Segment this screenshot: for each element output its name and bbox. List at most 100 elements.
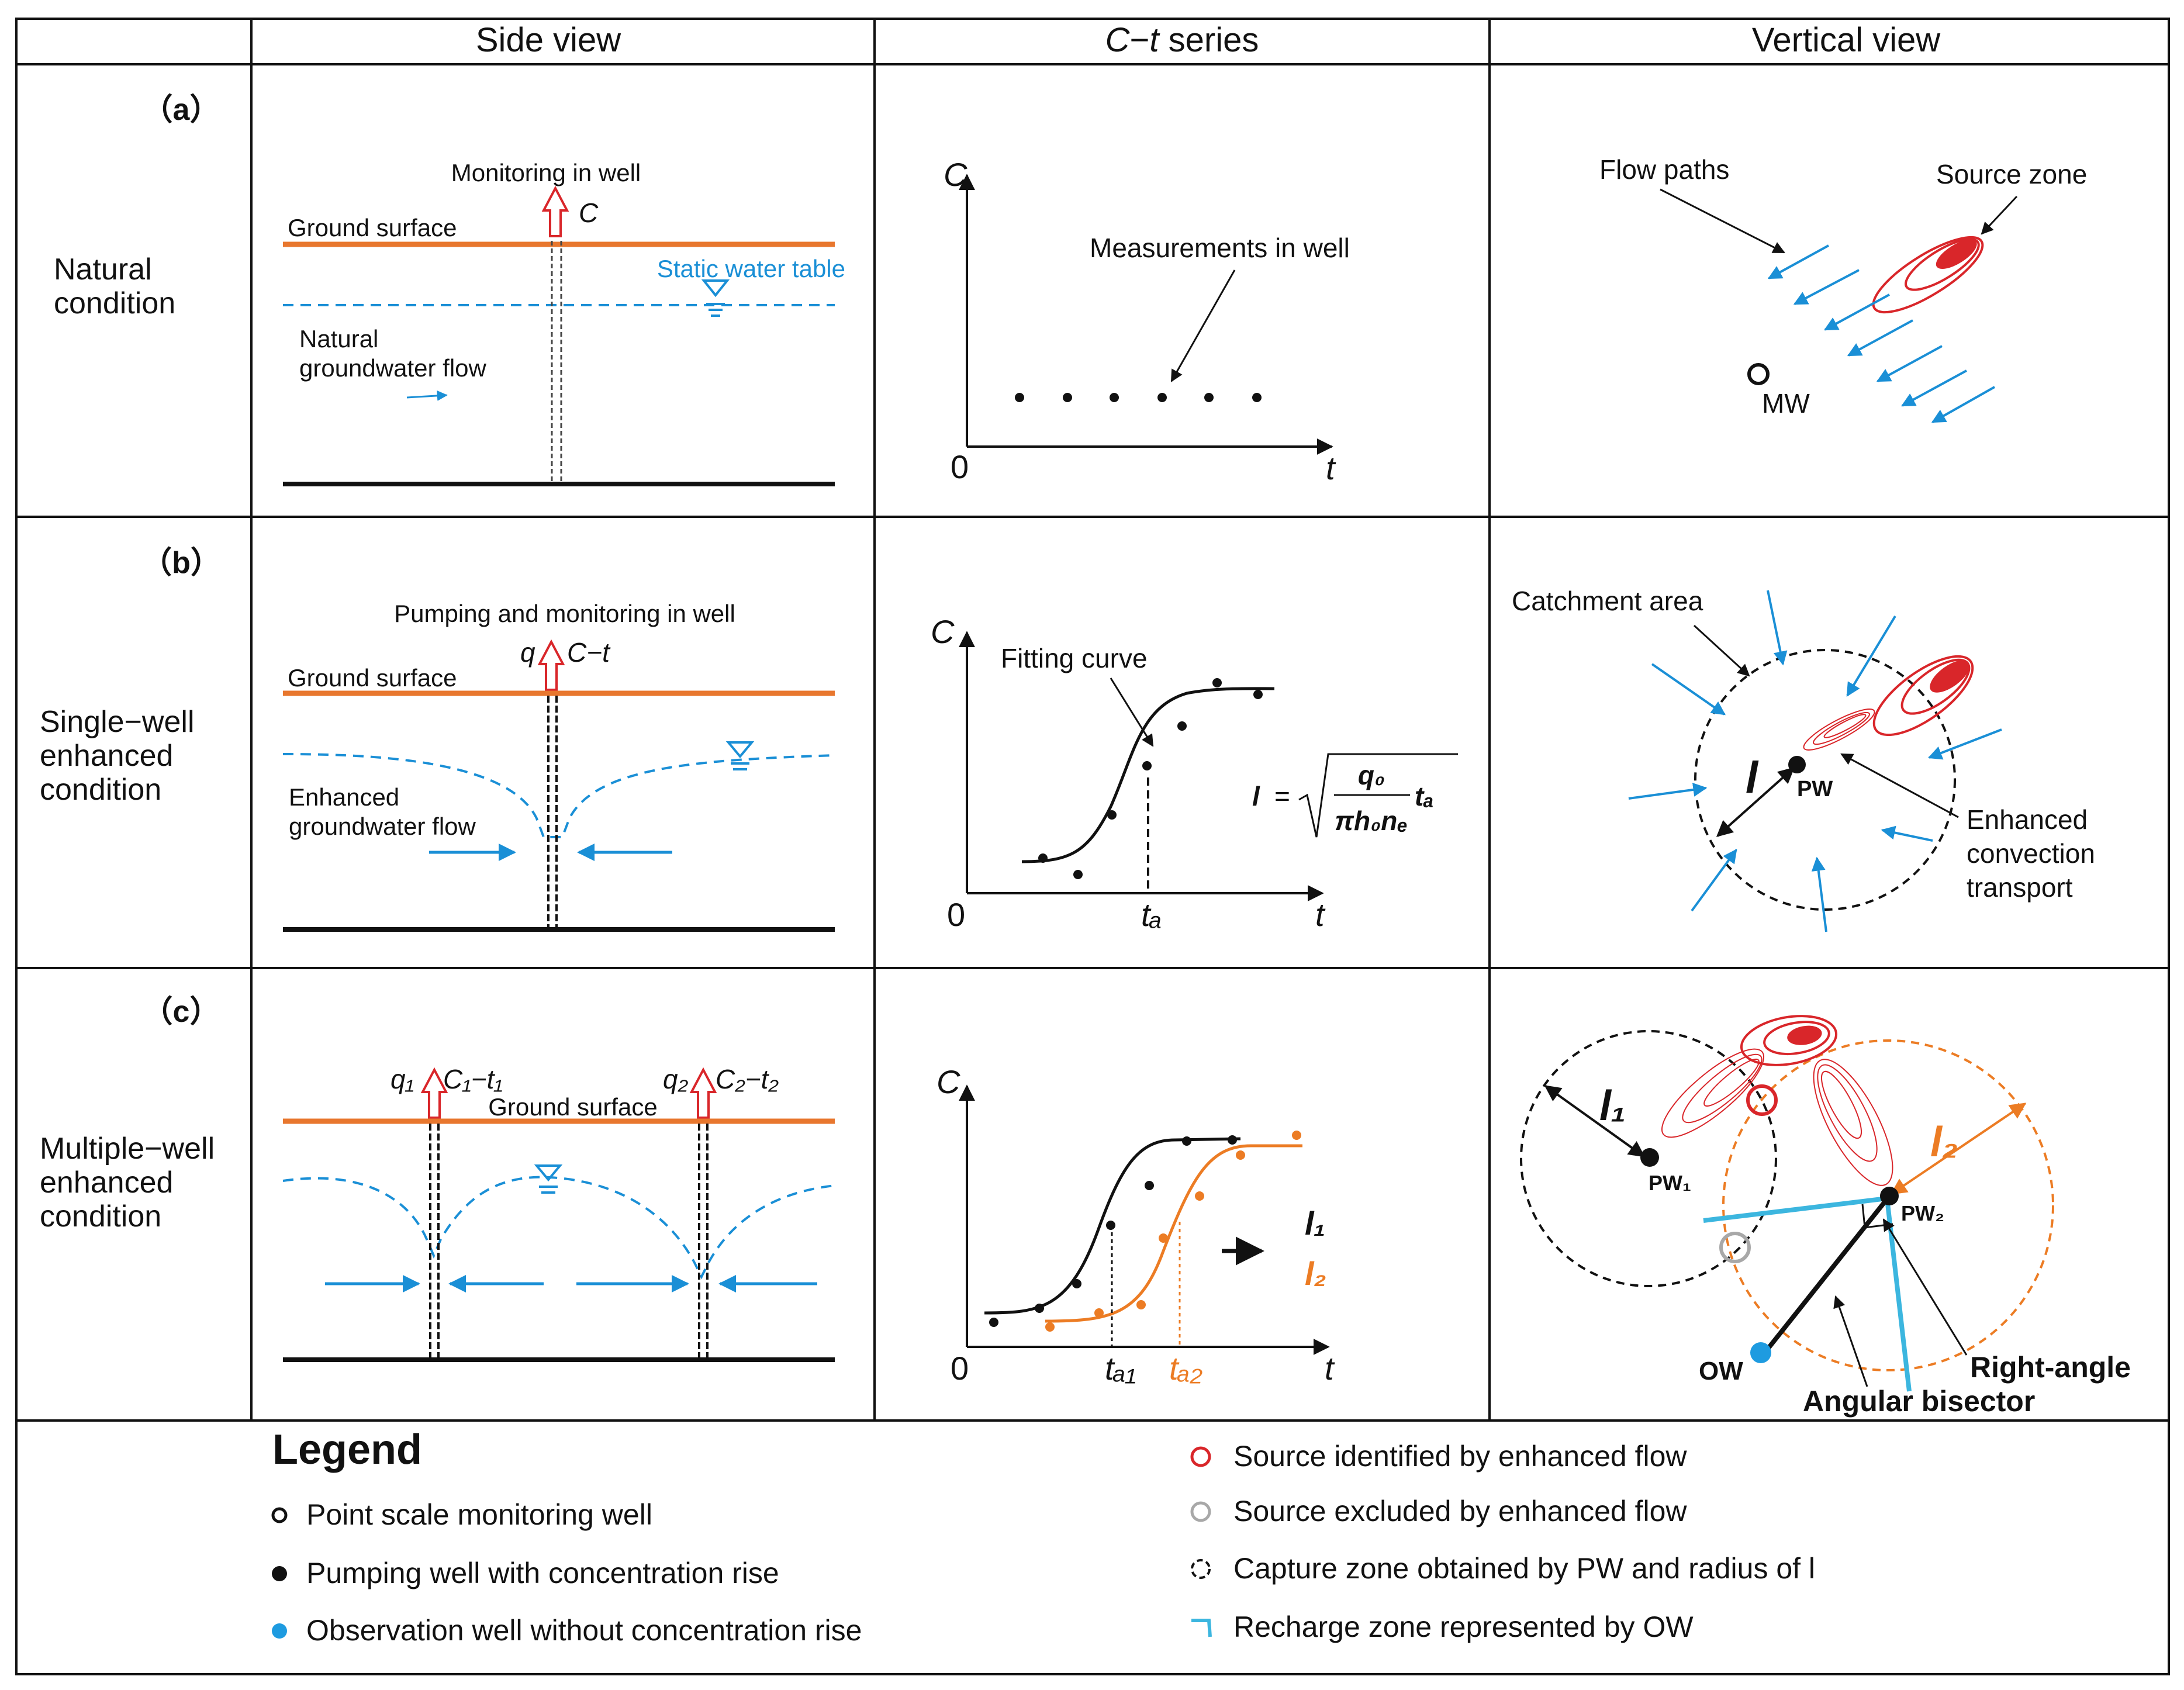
flow-path-arrow-icon [1876,345,1943,382]
header-side-view: Side view [476,21,621,59]
ground-surface-label: Ground surface [288,664,457,692]
header-vertical-view: Vertical view [1752,21,1941,59]
enhanced-pointer [1840,753,1959,818]
pumping-well-legend-icon [272,1566,287,1581]
data-point [1107,810,1117,820]
legend: Legend Point scale monitoring well Pumpi… [271,1426,1815,1647]
side-view-c: q₁ C₁−t₁ q₂ C₂−t₂ Ground surface [282,1064,835,1362]
legend-item-monitoring-well: Point scale monitoring well [306,1498,652,1531]
legend-item-recharge-zone: Recharge zone represented by OW [1233,1610,1694,1643]
angular-bisector-line [1760,1194,1892,1358]
radial-arrow-icon [1691,849,1737,912]
radial-arrow-icon [1927,728,2002,760]
legend-item-capture-zone: Capture zone obtained by PW and radius o… [1233,1552,1815,1585]
pumping-q-label: q [520,637,535,668]
data-point [1182,1136,1191,1146]
radial-arrow-icon [1881,825,1933,842]
observation-well-legend-icon [272,1623,287,1639]
legend-item-observation-well: Observation well without concentration r… [306,1614,862,1647]
data-point [1038,853,1048,863]
pw2-label: PW₂ [1901,1201,1944,1225]
row-c-line3: condition [40,1200,161,1233]
pumping-arrow-2-icon [689,1067,717,1119]
ta-label: tₐ [1141,896,1162,933]
enhanced-label-1: Enhanced [1967,804,2088,835]
l1-radius-label: l₁ [1599,1083,1626,1129]
drawdown-cones [282,1176,835,1280]
natural-flow-label-1: Natural [299,325,378,352]
enhanced-label-2: convection [1967,838,2095,869]
row-tag-a: （a） [143,93,220,127]
formula-equals: = [1274,781,1290,811]
row-a-line2: condition [54,286,175,320]
flow-paths-pointer [1660,188,1785,254]
catchment-pointer [1693,624,1750,677]
pumping-label: Pumping and monitoring in well [394,600,735,627]
source-zone-icon [1872,655,1974,737]
flow-path-arrow-icon [1823,293,1890,331]
legend-item-source-identified: Source identified by enhanced flow [1233,1440,1687,1473]
pumping-well-icon [1788,756,1806,773]
origin-label: 0 [951,448,969,485]
data-point [1073,870,1083,879]
source-identified-legend-icon [1190,1446,1211,1467]
water-table-icon [725,741,755,770]
radial-arrow-icon [1651,663,1726,716]
data-point [1253,690,1263,699]
data-point [1236,1150,1245,1160]
monitoring-label: Monitoring in well [451,159,641,186]
capture-zone-legend-icon [1191,1559,1211,1579]
concentration-c-label: C [579,198,599,228]
measurement-point [1252,393,1262,402]
measurement-point [1015,393,1024,402]
header-ct-series: C−t series [1105,21,1259,59]
vertical-view-a: Flow paths Source zone MW [1599,154,2087,423]
well2-ct-label: C₂−t₂ [716,1064,779,1094]
vertical-view-c: l₁ l₂ PW₁ PW₂ OW Right-angle Angular bis… [1520,1015,2131,1418]
origin-label: 0 [951,1350,969,1387]
row-c-line2: enhanced [40,1166,173,1200]
ta2-label: tₐ₂ [1169,1350,1202,1387]
static-water-table-label: Static water table [657,255,845,282]
water-table-icon [701,279,730,317]
source-identified-icon [1746,1084,1778,1116]
table-grid [15,18,2170,1675]
pumping-ct-label: C−t [567,637,611,668]
data-point [1035,1304,1044,1313]
flow-path-arrow-icon [1793,269,1860,305]
ct-chart-c: C t 0 tₐ₁ tₐ₂ l₁ l₂ [937,1063,1335,1387]
fitting-curve-1 [984,1137,1241,1315]
measurement-point [1110,393,1119,402]
legend-item-pumping-well: Pumping well with concentration rise [306,1557,779,1589]
row-b-line2: enhanced [40,739,173,773]
pw1-label: PW₁ [1649,1171,1691,1195]
pumping-well-casings [429,1124,709,1360]
well2-q-label: q₂ [663,1064,689,1094]
natural-flow-label-2: groundwater flow [299,354,487,382]
radius-l-arrow [1716,767,1795,837]
ground-surface-label: Ground surface [488,1093,658,1121]
flow-path-arrow-icon [1847,319,1913,357]
origin-label: 0 [947,896,965,933]
radius-formula: l = q₀ πh₀nₑ tₐ [1252,753,1458,838]
right-angle-label: Right-angle [1970,1351,2131,1384]
measurement-points [1015,393,1262,402]
data-point [1195,1191,1204,1201]
data-point [1177,721,1187,731]
pumping-well-1-icon [1640,1148,1659,1167]
pw-label: PW [1797,777,1833,801]
plume-lobes-1 [1661,1048,1765,1138]
pumping-well-2-icon [1880,1187,1899,1205]
side-view-a: Monitoring in well Ground surface C Stat… [283,159,845,486]
fitting-curve-pointer [1110,678,1154,747]
source-zone-icon [1872,236,1984,314]
row-tag-c: （c） [143,995,220,1029]
source-excluded-icon [1719,1232,1751,1263]
enhanced-flow-label-1: Enhanced [289,783,399,811]
source-excluded-legend-icon [1190,1501,1211,1522]
enhanced-label-3: transport [1967,872,2073,903]
row-label-c: （c） Multiple−well enhanced condition [40,995,220,1233]
formula-numerator: q₀ [1358,760,1385,790]
data-point [1106,1221,1115,1230]
